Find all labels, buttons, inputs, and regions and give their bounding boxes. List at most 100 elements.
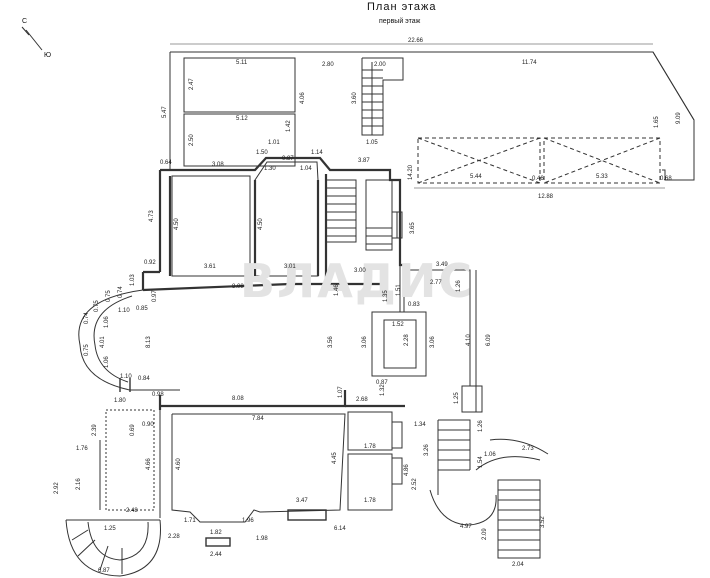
dim-label: 3.52 bbox=[540, 516, 546, 528]
dim-label: 5.33 bbox=[596, 174, 608, 180]
right-side-rooms bbox=[371, 266, 483, 413]
dim-label: 0.69 bbox=[130, 424, 136, 436]
dim-label: 1.65 bbox=[654, 116, 660, 128]
dim-label: 2.16 bbox=[76, 478, 82, 490]
dim-label: 4.01 bbox=[100, 336, 106, 348]
dim-label: 3.00 bbox=[354, 268, 366, 274]
dim-label: 2.47 bbox=[189, 78, 195, 90]
dim-label: 1.07 bbox=[338, 386, 344, 398]
dim-label: 1.35 bbox=[383, 290, 389, 302]
dim-label: 1.78 bbox=[364, 498, 376, 504]
dim-label: 0.75 bbox=[84, 344, 90, 356]
dim-label: 3.56 bbox=[328, 336, 334, 348]
dim-label: 4.50 bbox=[258, 218, 264, 230]
dim-label: 2.04 bbox=[512, 562, 524, 568]
dim-label: 1.06 bbox=[104, 316, 110, 328]
dim-label: 2.52 bbox=[412, 478, 418, 490]
dim-label: 1.03 bbox=[130, 274, 136, 286]
dim-label: 14.20 bbox=[408, 164, 414, 180]
dim-label: 1.71 bbox=[184, 518, 196, 524]
dim-label: 1.50 bbox=[256, 150, 268, 156]
dim-label: 9.09 bbox=[676, 112, 682, 124]
dim-label: 1.34 bbox=[414, 422, 426, 428]
dim-label: 1.01 bbox=[268, 140, 280, 146]
dim-label: 1.06 bbox=[104, 356, 110, 368]
top-staircase bbox=[361, 57, 404, 136]
dim-label: 1.26 bbox=[478, 420, 484, 432]
watermark-text: ВЛАДИС bbox=[240, 254, 475, 308]
compass-arrow-icon bbox=[21, 26, 43, 51]
left-spiral-stair bbox=[65, 519, 161, 577]
dim-label: 8.08 bbox=[232, 284, 244, 290]
dim-label: 2.28 bbox=[404, 334, 410, 346]
dim-label: 1.51 bbox=[396, 284, 402, 296]
dim-label: 1.10 bbox=[120, 374, 132, 380]
dim-label: 4.06 bbox=[300, 92, 306, 104]
dim-label: 8.13 bbox=[146, 336, 152, 348]
dim-label: 7.84 bbox=[252, 416, 264, 422]
dim-label: 3.61 bbox=[204, 264, 216, 270]
dim-label: 0.64 bbox=[160, 160, 172, 166]
dim-label: 3.87 bbox=[358, 158, 370, 164]
dim-label: 3.49 bbox=[436, 262, 448, 268]
dim-label: 1.04 bbox=[300, 166, 312, 172]
dim-label: 4.50 bbox=[174, 218, 180, 230]
dim-label: 2.50 bbox=[189, 134, 195, 146]
dim-total-width: 22.66 bbox=[408, 38, 424, 44]
dim-label: 4.45 bbox=[332, 452, 338, 464]
dim-label: 2.92 bbox=[54, 482, 60, 494]
dim-label: 2.09 bbox=[482, 528, 488, 540]
dim-label: 0.92 bbox=[144, 260, 156, 266]
dashed-canopies bbox=[417, 137, 661, 184]
dim-label: 12.88 bbox=[538, 194, 554, 200]
page-title: План этажа bbox=[367, 1, 437, 13]
dim-label: 1.78 bbox=[364, 444, 376, 450]
bay-window bbox=[78, 289, 180, 391]
dim-label: 0.46 bbox=[532, 176, 544, 182]
dim-label: 4.60 bbox=[176, 458, 182, 470]
dim-label: 0.83 bbox=[408, 302, 420, 308]
window-openings bbox=[119, 378, 327, 547]
dim-label: 2.48 bbox=[126, 508, 138, 514]
dim-label: 1.46 bbox=[334, 284, 340, 296]
dim-label: 0.87 bbox=[282, 156, 294, 162]
dim-label: 1.32 bbox=[380, 384, 386, 396]
dim-label: 0.98 bbox=[152, 392, 164, 398]
dim-label: 2.00 bbox=[374, 62, 386, 68]
dim-label: 0.74 bbox=[118, 286, 124, 298]
dim-label: 2.39 bbox=[92, 424, 98, 436]
dim-label: 1.26 bbox=[456, 280, 462, 292]
dim-label: 2.77 bbox=[430, 280, 442, 286]
page-subtitle: первый этаж bbox=[379, 18, 421, 25]
dim-label: 2.73 bbox=[522, 446, 534, 452]
dim-label: 3.60 bbox=[352, 92, 358, 104]
dim-label: 1.05 bbox=[366, 140, 378, 146]
dim-label: 5.11 bbox=[236, 60, 248, 66]
dim-label: 0.87 bbox=[376, 380, 388, 386]
central-staircase bbox=[325, 179, 403, 251]
dim-label: 1.80 bbox=[114, 398, 126, 404]
dim-label: 5.12 bbox=[236, 116, 248, 122]
lower-main-walls bbox=[158, 390, 405, 410]
dim-label: 1.98 bbox=[256, 536, 268, 542]
dim-label: 0.68 bbox=[660, 176, 672, 182]
dim-label: 0.84 bbox=[138, 376, 150, 382]
dim-label: 6.14 bbox=[334, 526, 346, 532]
dim-label: 2.68 bbox=[356, 397, 368, 403]
dim-label: 3.65 bbox=[410, 222, 416, 234]
compass-south-label: Ю bbox=[44, 52, 52, 59]
dim-label: 0.75 bbox=[106, 290, 112, 302]
dim-label: 1.30 bbox=[264, 166, 276, 172]
dim-label: 1.06 bbox=[484, 452, 496, 458]
lower-rooms bbox=[159, 410, 403, 523]
dim-label: 0.75 bbox=[94, 300, 100, 312]
dim-label: 8.08 bbox=[232, 396, 244, 402]
dim-label: 1.54 bbox=[478, 456, 484, 468]
dim-label: 0.74 bbox=[84, 312, 90, 324]
dim-label: 2.28 bbox=[168, 534, 180, 540]
dim-label: 11.74 bbox=[522, 60, 537, 66]
dim-label: 3.26 bbox=[424, 444, 430, 456]
dimension-lines bbox=[170, 43, 665, 189]
dim-label: 1.10 bbox=[118, 308, 130, 314]
dim-label: 6.09 bbox=[486, 334, 492, 346]
